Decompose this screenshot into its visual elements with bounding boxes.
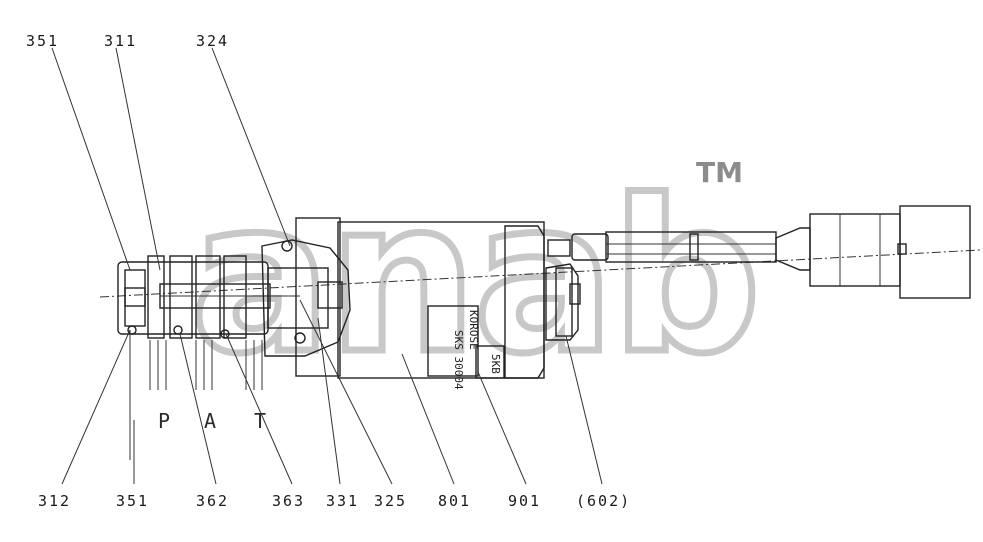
callout-602: (602) [576, 492, 631, 510]
nameplate-line1: KOROSE [467, 310, 480, 350]
nameplate-line2: SKS 30004 [452, 330, 465, 390]
callout-351-top: 351 [26, 32, 59, 50]
nameplate-tag: 5KB [489, 354, 502, 374]
center-axis [99, 249, 981, 298]
callout-351-bottom: 351 [116, 492, 149, 510]
callout-801: 801 [438, 492, 471, 510]
watermark-tm: TM [696, 156, 743, 189]
callout-312: 312 [38, 492, 71, 510]
callout-324: 324 [196, 32, 229, 50]
cable [571, 227, 811, 271]
callout-331: 331 [326, 492, 359, 510]
valve-cartridge [117, 255, 300, 339]
port-t-label: T [254, 409, 266, 433]
nameplate: KOROSE SKS 30004 5KB [427, 305, 505, 390]
port-p-label: P [158, 409, 170, 433]
leader-lines [51, 47, 603, 485]
callout-901: 901 [508, 492, 541, 510]
callout-362: 362 [196, 492, 229, 510]
callout-311: 311 [104, 32, 137, 50]
lock-nut [545, 263, 581, 341]
callout-363: 363 [272, 492, 305, 510]
solenoid-housing [337, 221, 571, 379]
callout-325: 325 [374, 492, 407, 510]
port-a-label: A [204, 409, 216, 433]
port-lines [129, 330, 263, 460]
mounting-flange [261, 217, 351, 377]
connector-plug [809, 205, 971, 299]
